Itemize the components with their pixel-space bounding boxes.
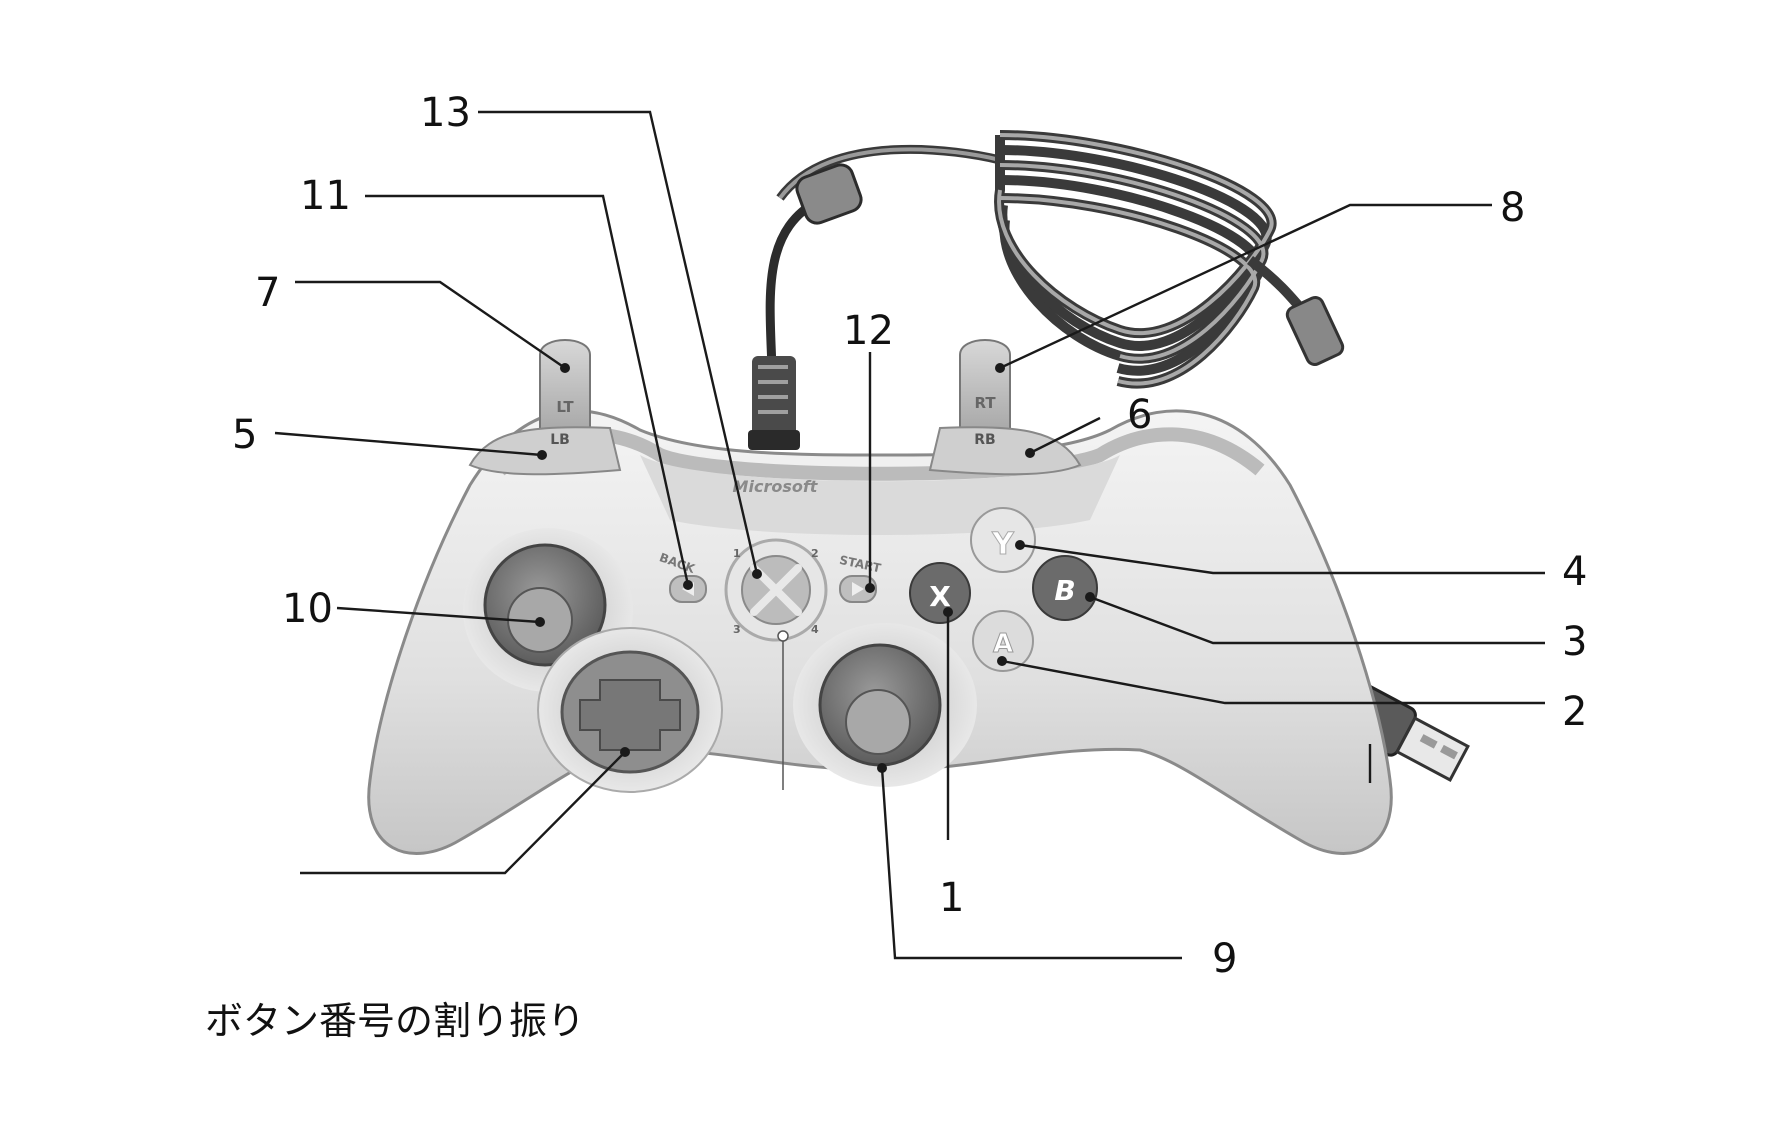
callout-1: 1 xyxy=(939,875,964,921)
callout-5: 5 xyxy=(232,412,257,458)
y-button[interactable]: Y xyxy=(970,507,1036,573)
callout-2: 2 xyxy=(1562,689,1587,735)
cable-coil xyxy=(776,130,1345,389)
lt-label: LT xyxy=(556,398,574,416)
top-cable xyxy=(748,163,863,450)
callout-8: 8 xyxy=(1500,185,1525,231)
x-label: X xyxy=(929,580,951,613)
ring-label-1: 1 xyxy=(733,547,741,560)
b-button[interactable]: B xyxy=(1032,555,1098,621)
right-stick[interactable] xyxy=(793,623,977,787)
ring-label-3: 3 xyxy=(733,623,741,636)
callout-6: 6 xyxy=(1127,392,1152,438)
brand-logo: Microsoft xyxy=(733,477,819,496)
leader-lines xyxy=(274,110,1545,960)
callout-3: 3 xyxy=(1562,619,1587,665)
lb-label: LB xyxy=(550,432,570,448)
right-trigger[interactable]: RT xyxy=(959,339,1011,431)
a-button[interactable]: A xyxy=(972,610,1034,672)
d-pad[interactable] xyxy=(537,627,723,793)
callout-11: 11 xyxy=(300,173,351,219)
left-trigger[interactable]: LT xyxy=(539,339,591,431)
a-label: A xyxy=(993,629,1013,659)
rb-label: RB xyxy=(974,432,995,448)
callout-12: 12 xyxy=(843,308,894,354)
x-button[interactable]: X xyxy=(909,562,971,624)
b-label: B xyxy=(1054,574,1075,607)
right-bumper[interactable]: RB xyxy=(928,426,1082,476)
callout-13: 13 xyxy=(420,90,471,136)
callout-10: 10 xyxy=(282,586,333,632)
left-bumper[interactable]: LB xyxy=(468,426,622,476)
callout-4: 4 xyxy=(1562,549,1587,595)
callout-9: 9 xyxy=(1212,936,1237,982)
ring-label-4: 4 xyxy=(811,623,819,636)
y-label: Y xyxy=(991,527,1015,562)
diagram-caption: ボタン番号の割り振り xyxy=(205,999,586,1043)
callout-numbers: 13 11 7 5 10 12 8 6 4 3 2 1 9 xyxy=(232,90,1587,982)
callout-7: 7 xyxy=(255,270,280,316)
indicator-dot xyxy=(777,630,789,642)
ring-label-2: 2 xyxy=(811,547,819,560)
rt-label: RT xyxy=(974,394,996,412)
